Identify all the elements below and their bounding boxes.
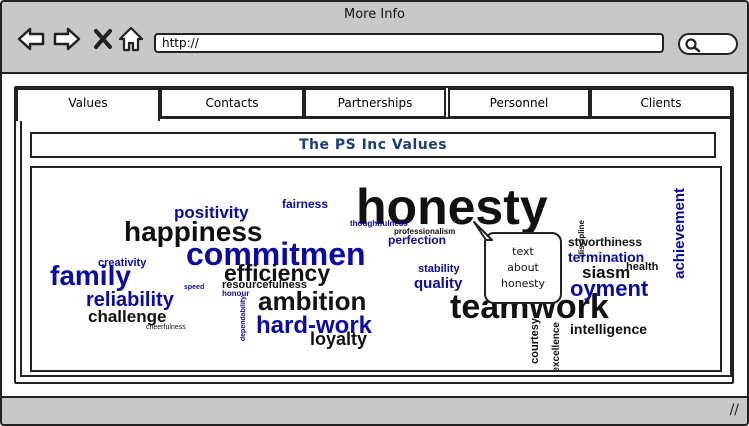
tooltip-line: text xyxy=(512,245,534,258)
cloud-word: cheerfulness xyxy=(146,324,186,331)
cloud-word: challenge xyxy=(88,307,167,326)
cloud-word: speed xyxy=(184,284,205,291)
forward-button[interactable] xyxy=(52,24,82,54)
cloud-word: positivity xyxy=(174,203,249,222)
cloud-word: efficiency xyxy=(224,260,331,286)
cloud-word: siasm xyxy=(582,263,631,282)
tab-values[interactable]: Values xyxy=(16,88,160,121)
cloud-word: courtesy xyxy=(529,318,541,364)
home-button[interactable] xyxy=(116,24,146,54)
cloud-word: ambition xyxy=(258,286,367,316)
arrow-right-icon xyxy=(53,27,81,51)
cloud-word: family xyxy=(50,260,131,291)
tab-clients[interactable]: Clients xyxy=(590,88,732,118)
cloud-word: hard-work xyxy=(256,312,373,339)
cloud-word: perfection xyxy=(388,233,447,247)
cloud-word: dependability xyxy=(240,296,247,342)
search-icon xyxy=(685,38,701,53)
arrow-left-icon xyxy=(17,27,45,51)
tooltip-bubble: text about honesty xyxy=(484,232,562,304)
word-cloud: honesty happiness positivity fairness co… xyxy=(30,166,722,372)
cloud-word: resourcefulness xyxy=(222,279,307,291)
cloud-word: health xyxy=(626,261,659,273)
tooltip-tail-icon xyxy=(473,221,493,241)
cloud-word: fairness xyxy=(282,197,329,211)
tooltip-line: about xyxy=(507,261,539,274)
cloud-word: excellence xyxy=(551,322,562,372)
tab-contacts[interactable]: Contacts xyxy=(160,88,304,118)
cloud-word: oyment xyxy=(570,276,649,301)
home-icon xyxy=(118,26,144,52)
cloud-word: quality xyxy=(414,275,463,292)
cloud-word: intelligence xyxy=(570,321,648,337)
cloud-word: reliability xyxy=(86,289,174,311)
cloud-word: stability xyxy=(418,263,460,275)
cloud-word: discipline xyxy=(577,220,586,257)
page-title: The PS Inc Values xyxy=(30,132,716,158)
tooltip-line: honesty xyxy=(501,277,545,290)
cloud-word: honour xyxy=(222,289,250,298)
resize-grip-icon[interactable]: // xyxy=(729,402,739,418)
cloud-word: commitmen xyxy=(186,236,366,272)
url-input[interactable]: http:// xyxy=(154,33,664,53)
window-title: More Info xyxy=(344,7,405,22)
cloud-word: thoughtfulness xyxy=(350,219,408,228)
cloud-word: stworthiness xyxy=(568,235,643,249)
status-bar: // xyxy=(2,400,747,424)
tab-bar: Values Contacts Partnerships Personnel C… xyxy=(16,88,732,121)
stop-button[interactable] xyxy=(88,24,118,54)
cloud-word: happiness xyxy=(124,216,263,247)
tab-personnel[interactable]: Personnel xyxy=(448,88,590,118)
cloud-word: loyalty xyxy=(310,329,368,349)
close-icon xyxy=(94,29,112,49)
tab-partnerships[interactable]: Partnerships xyxy=(304,88,446,118)
cloud-word: termination xyxy=(568,249,645,265)
cloud-word: professionalism xyxy=(394,227,456,236)
cloud-word: honesty xyxy=(356,179,548,235)
search-field[interactable] xyxy=(678,33,738,55)
back-button[interactable] xyxy=(16,24,46,54)
cloud-word: creativity xyxy=(98,257,147,269)
cloud-word: achievement xyxy=(671,188,688,279)
